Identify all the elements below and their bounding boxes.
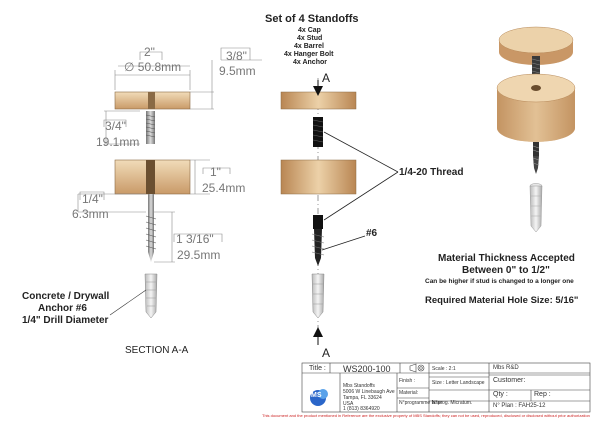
header-title: Set of 4 Standoffs [265, 13, 359, 25]
dim-diameter-mm: ∅ 50.8mm [124, 60, 182, 74]
tb-size: Size : Letter Landscape [432, 380, 485, 386]
dim-bolt-in: 1/4" [82, 192, 103, 206]
dim-cap-mm: 9.5mm [219, 64, 256, 78]
logo-text: MS [311, 392, 322, 399]
tb-material: Material: [399, 390, 419, 396]
anchor-label-1: Concrete / Drywall [22, 291, 110, 302]
component-list-0: 4x Cap [298, 27, 321, 34]
barrel-part [280, 159, 357, 195]
tb-phone: 1 (813) 8364920 [343, 406, 380, 412]
dim-barrel-in: 1" [210, 165, 221, 179]
component-list-1: 4x Stud [297, 35, 323, 42]
dim-cap-in: 3/8" [226, 49, 247, 63]
tb-company: Mbs Standoffs [343, 383, 375, 389]
material-note: Can be higher if stud is changed to a lo… [425, 278, 574, 285]
hanger-bolt-3d [533, 142, 539, 156]
section-arrow-bottom [313, 327, 323, 337]
section-view-left [114, 91, 191, 319]
hanger-bolt-part [313, 215, 323, 229]
company-logo [310, 389, 328, 406]
section-arrow-top [313, 86, 323, 96]
anchor-section [144, 273, 158, 319]
tb-rep: Rep : [534, 391, 551, 398]
dim-bolt-mm: 6.3mm [72, 207, 109, 221]
tb-rd: Mbs R&D [493, 365, 519, 371]
hanger-bolt-screw [148, 212, 154, 262]
title-block [301, 362, 591, 413]
tb-title-value: WS200-100 [343, 364, 391, 374]
anchor-part [311, 273, 325, 319]
tb-title-label: Title : [309, 365, 326, 372]
hanger-bolt-section [148, 194, 154, 212]
tb-prog-laser: N°programme laser [399, 400, 443, 406]
component-list-4: 4x Anchor [293, 59, 327, 66]
stud-section [146, 111, 155, 144]
stud-part [313, 117, 323, 147]
dim-screw-mm: 29.5mm [177, 248, 221, 262]
tb-scale: Scale : 2:1 [432, 366, 456, 372]
section-view-title: SECTION A-A [125, 345, 189, 356]
tb-address3: USA [343, 401, 354, 407]
component-list-2: 4x Barrel [294, 43, 324, 50]
tb-address1: 5006 W Linebaugh Ave [343, 389, 395, 395]
anchor-3d [529, 185, 543, 233]
tb-plan: N° Plan : FAH25-12 [493, 403, 546, 409]
tb-finish: Finish : [399, 378, 416, 384]
material-heading-2: Between 0" to 1/2" [462, 265, 550, 276]
hole-size-label: Required Material Hole Size: 5/16" [425, 295, 579, 306]
disclaimer: This document and the product mentioned … [262, 413, 590, 418]
component-list-3: 4x Hanger Bolt [284, 51, 334, 58]
isometric-view [496, 26, 576, 233]
tb-customer: Customer: [493, 377, 526, 384]
stud-3d [532, 56, 540, 76]
barrel-insert [531, 85, 541, 91]
section-label-top: A [322, 71, 331, 85]
dim-stud-in: 3/4" [105, 119, 126, 133]
material-heading-1: Material Thickness Accepted [438, 253, 575, 264]
cap-hole [148, 92, 155, 109]
screw-label: #6 [366, 228, 378, 239]
anchor-leader [109, 289, 147, 316]
thread-label: 1/4-20 Thread [399, 167, 464, 178]
dim-barrel-mm: 25.4mm [202, 181, 246, 195]
anchor-label-2: Anchor #6 [38, 303, 87, 314]
dim-diameter-in: 2" [144, 45, 155, 59]
projection-symbol-icon [409, 363, 425, 373]
anchor-label-3: 1/4" Drill Diameter [22, 315, 109, 326]
tb-address2: Tampa, FL 33624 [343, 395, 382, 401]
section-label-bottom: A [322, 346, 331, 360]
dim-stud-mm: 19.1mm [96, 135, 140, 149]
dim-screw-in: 1 3/16" [176, 232, 214, 246]
exploded-view-middle [280, 78, 399, 345]
tb-qty: Qty : [493, 391, 508, 398]
barrel-hole [146, 160, 155, 194]
tb-prog-micro: N°prog. Micratum. [432, 400, 473, 406]
